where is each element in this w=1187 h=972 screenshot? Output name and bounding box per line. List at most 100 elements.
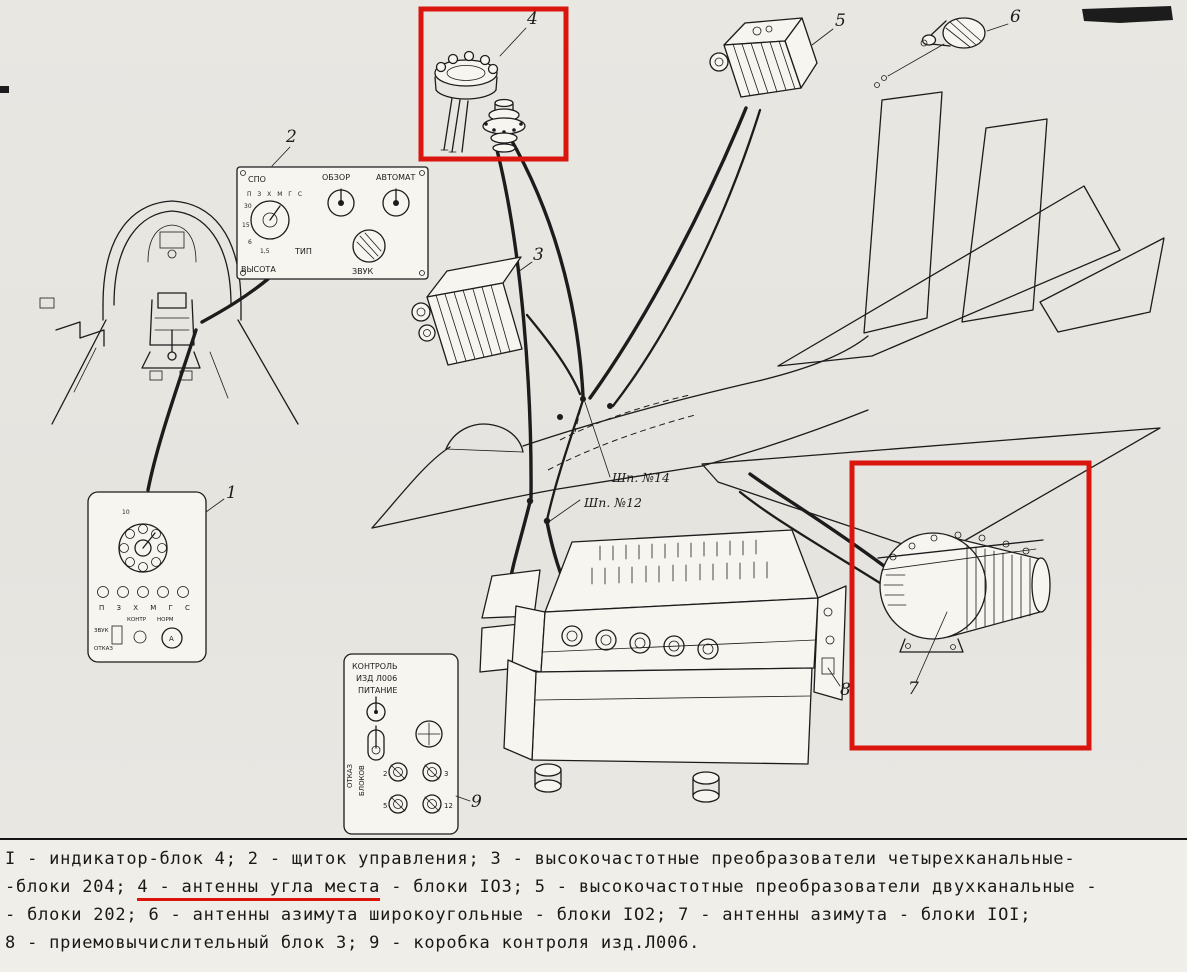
legend-line-1-text: I - индикатор-блок 4; 2 - щиток управлен… [5, 849, 1076, 869]
block1-selector-knob [118, 523, 168, 573]
block1-a-label: А [169, 635, 174, 643]
scan-mark-left-edge [0, 86, 9, 93]
box9-num-12: 12 [444, 802, 453, 810]
cable-antenna6-link [887, 43, 945, 77]
block1-kontr-label: КОНТР [127, 617, 147, 623]
control-stick [167, 351, 177, 361]
diagram-canvas: 10 П З Х М Г С КОНТР НОРМ ЗВУК ОТКАЗ А С… [0, 6, 1173, 835]
panel2-dial-letters: П З Х М Г С [247, 191, 304, 198]
cable-antenna7-b [738, 490, 890, 590]
callouts: 1 2 3 4 5 6 7 8 9 [205, 7, 1021, 812]
cable-harness [146, 43, 945, 602]
block1-scale-10: 10 [122, 509, 130, 516]
cable-converter5-b [611, 108, 762, 408]
block1-otkaz-label: ОТКАЗ [94, 646, 113, 652]
legend-line-3: - блоки 202; 6 - антенны азимута широкоу… [5, 905, 1185, 925]
box9-num-5: 5 [383, 802, 387, 810]
box9-otkaz-label: ОТКАЗ [346, 763, 354, 788]
cockpit-steps [55, 321, 105, 347]
callout-3: 3 [533, 245, 544, 265]
legend-line-4: 8 - приемовычислительный блок 3; 9 - кор… [5, 933, 1185, 953]
frame-label-shp12: Шп. №12 [583, 495, 642, 510]
cable-panel2-cockpit [200, 277, 270, 324]
legend-line-1: I - индикатор-блок 4; 2 - щиток управлен… [5, 849, 1185, 869]
cockpit-sketch [39, 200, 299, 425]
cable-converter5-a [588, 106, 748, 400]
highlight-box-antenna-4 [418, 6, 569, 162]
box9-socket-3 [422, 762, 442, 782]
block8-foot [534, 763, 562, 777]
callout-1: 1 [226, 483, 237, 503]
panel2-zvuk-label: ЗВУК [352, 267, 373, 276]
block3-connector [411, 302, 431, 322]
cable-antenna4-a [507, 134, 585, 398]
cable-antenna4-b [495, 148, 533, 500]
cable-cockpit-block1 [146, 328, 198, 492]
far-wing [777, 185, 1121, 367]
gunsight [159, 231, 185, 249]
block8-foot [692, 771, 720, 785]
box9-blokov-label: БЛОКОВ [358, 765, 366, 796]
legend-line-2-underlined-phrase: 4 - антенны угла места [137, 877, 381, 901]
legend-line-2-prefix: -блоки 204; [5, 877, 138, 897]
box9-num-3: 3 [444, 770, 448, 778]
junction-dot [526, 497, 534, 505]
junction-dot [543, 517, 551, 525]
frame-label-shp14: Шп. №14 [611, 470, 670, 485]
cable-fuselage-internal [545, 398, 585, 522]
cable-antenna7-a [748, 472, 886, 568]
far-stabilizer [1039, 237, 1165, 333]
legend-line-2: -блоки 204; 4 - антенны угла места - бло… [5, 877, 1185, 901]
box9-title-pitanie: ПИТАНИЕ [358, 686, 397, 695]
antenna7-dome [879, 532, 987, 640]
box9-num-2: 2 [383, 770, 387, 778]
control-panel-2: СПО ОБЗОР АВТОМАТ П З Х М Г С 30 15 6 1,… [236, 166, 429, 280]
junction-dot [607, 403, 613, 409]
legend-line-4-text: 8 - приемовычислительный блок 3; 9 - кор… [5, 933, 701, 953]
box9-knob [415, 720, 443, 748]
panel2-scale-30: 30 [244, 203, 252, 210]
panel2-scale-6: 6 [248, 239, 252, 246]
box9-socket-5 [388, 794, 408, 814]
callout-9: 9 [471, 792, 482, 812]
box9-title-kontrol: КОНТРОЛЬ [352, 662, 398, 671]
callout-5: 5 [835, 11, 846, 31]
callout-7: 7 [908, 679, 919, 699]
seat-headrest [157, 292, 187, 309]
elevation-antenna-4 [434, 50, 526, 153]
block1-letter-row: П З Х М Г С [99, 604, 195, 612]
cable-converter3 [525, 313, 582, 396]
box9-title-izd: ИЗД Л006 [356, 674, 397, 683]
box9-socket-2 [388, 762, 408, 782]
block1-zvuk-label: ЗВУК [94, 628, 109, 634]
antenna4-connector-stack [494, 98, 514, 108]
highlight-box-antenna-7 [849, 460, 1092, 751]
panel2-tip-label: ТИП [294, 247, 312, 256]
legend-line-3-text: - блоки 202; 6 - антенны азимута широкоу… [5, 905, 1032, 925]
hf-converter-3 [411, 256, 523, 366]
callout-2: 2 [285, 127, 297, 147]
receiver-computer-8 [479, 529, 847, 803]
azimuth-antenna-6 [920, 17, 986, 49]
hf-converter-5 [709, 17, 818, 98]
azimuth-antenna-7 [877, 531, 1051, 653]
vertical-tail-far [961, 118, 1048, 323]
frame-labels: Шп. №14 Шп. №12 [549, 401, 670, 522]
callout-4: 4 [526, 9, 538, 29]
block1-norm-label: НОРМ [157, 617, 174, 623]
junction-dot [580, 396, 586, 402]
panel2-scale-15: 15 [242, 222, 250, 229]
panel2-vysota-label: ВЫСОТА [241, 265, 276, 274]
aircraft-outline [371, 91, 1165, 557]
legend-line-2-suffix: - блоки IO3; 5 - высокочастотные преобра… [380, 877, 1098, 897]
vertical-tail-near [863, 91, 943, 334]
panel2-avtomat-label: АВТОМАТ [376, 173, 416, 182]
block5-connector [709, 52, 729, 72]
block1-toggle [111, 625, 123, 645]
control-box-9: КОНТРОЛЬ ИЗД Л006 ПИТАНИЕ ОТКАЗ БЛОКОВ 2… [343, 653, 459, 835]
legend: I - индикатор-блок 4; 2 - щиток управлен… [0, 838, 1187, 972]
box9-socket-12 [422, 794, 442, 814]
scan-mark-top-right [1082, 6, 1173, 23]
callout-6: 6 [1010, 7, 1021, 27]
